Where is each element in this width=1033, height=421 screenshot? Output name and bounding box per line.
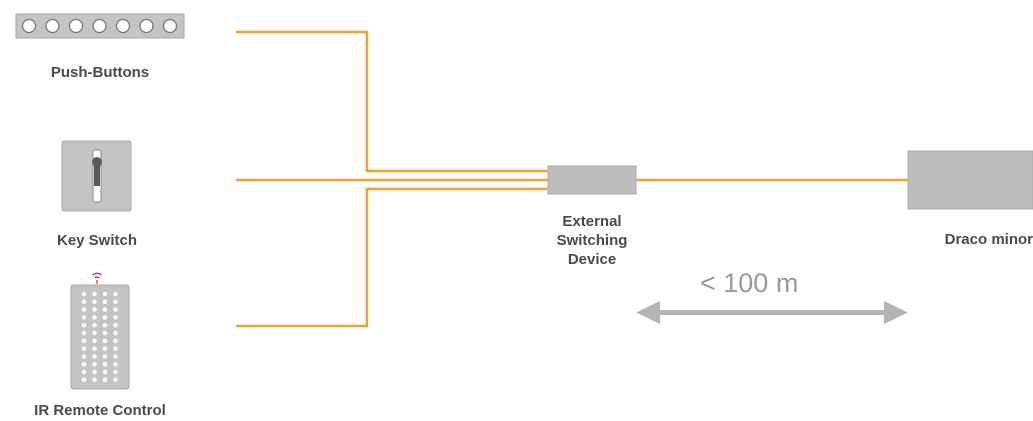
remote-key — [102, 338, 108, 343]
remote-key — [92, 354, 97, 359]
push-buttons-label: Push-Buttons — [50, 64, 150, 81]
remote-key — [92, 369, 97, 375]
remote-key — [92, 338, 97, 343]
switching-device-label-line3: Device — [567, 251, 617, 268]
remote-key — [113, 315, 118, 320]
distance-label: < 100 m — [700, 268, 799, 298]
push-button-3 — [68, 18, 84, 34]
remote-key — [81, 338, 87, 343]
push-button-1 — [21, 18, 37, 34]
remote-key — [81, 299, 87, 304]
remote-key — [113, 377, 118, 382]
push-button-6 — [139, 18, 154, 34]
remote-key — [81, 315, 87, 320]
remote-key — [113, 291, 118, 297]
key-switch-icon — [61, 140, 132, 212]
remote-key — [113, 362, 118, 367]
ir-remote-icon — [70, 272, 130, 390]
wire-push-buttons — [236, 30, 548, 173]
remote-key — [92, 315, 97, 320]
wires — [236, 30, 908, 328]
remote-key — [113, 299, 118, 304]
remote-key — [81, 291, 87, 297]
remote-key — [102, 362, 108, 367]
remote-key — [102, 291, 108, 297]
push-button-7 — [162, 18, 178, 34]
remote-key — [113, 330, 118, 336]
remote-key — [92, 299, 97, 304]
switching-device-label: External Switching Device — [532, 212, 652, 269]
remote-key — [113, 369, 118, 375]
remote-key — [81, 369, 87, 375]
remote-key — [102, 299, 108, 304]
push-button-5 — [115, 18, 131, 34]
remote-key — [81, 354, 87, 359]
switching-device-label-line1: External — [562, 213, 622, 230]
remote-key — [81, 346, 87, 351]
remote-key — [92, 346, 97, 351]
remote-key — [113, 354, 118, 359]
remote-key — [92, 291, 97, 297]
remote-key — [102, 323, 108, 328]
push-button-4 — [92, 18, 107, 34]
key-switch-label: Key Switch — [56, 232, 138, 249]
remote-key — [92, 377, 97, 382]
draco-minor-label: Draco minor — [944, 231, 1033, 248]
wire-ir-remote — [236, 187, 548, 328]
ir-signal-icon — [92, 272, 102, 284]
remote-key — [92, 330, 97, 336]
remote-key — [102, 354, 108, 359]
external-switching-device-box — [547, 165, 637, 195]
remote-key — [113, 346, 118, 351]
push-buttons-icon — [15, 13, 185, 39]
remote-key — [81, 330, 87, 336]
switching-device-label-line2: Switching — [556, 232, 628, 249]
distance-arrow — [636, 301, 908, 324]
remote-key — [102, 346, 108, 351]
remote-key — [102, 377, 108, 382]
remote-key — [113, 323, 118, 328]
push-button-2 — [45, 18, 60, 34]
remote-key — [92, 323, 97, 328]
remote-key — [113, 338, 118, 343]
remote-key — [102, 330, 108, 336]
draco-minor-box — [907, 150, 1033, 210]
remote-key — [81, 362, 87, 367]
remote-key — [81, 377, 87, 382]
remote-key — [92, 362, 97, 367]
remote-key — [102, 307, 108, 312]
remote-key — [102, 315, 108, 320]
remote-key — [81, 323, 87, 328]
remote-key — [102, 369, 108, 375]
remote-key — [81, 307, 87, 312]
remote-key — [113, 307, 118, 312]
ir-remote-label: IR Remote Control — [34, 402, 166, 419]
remote-key — [92, 307, 97, 312]
